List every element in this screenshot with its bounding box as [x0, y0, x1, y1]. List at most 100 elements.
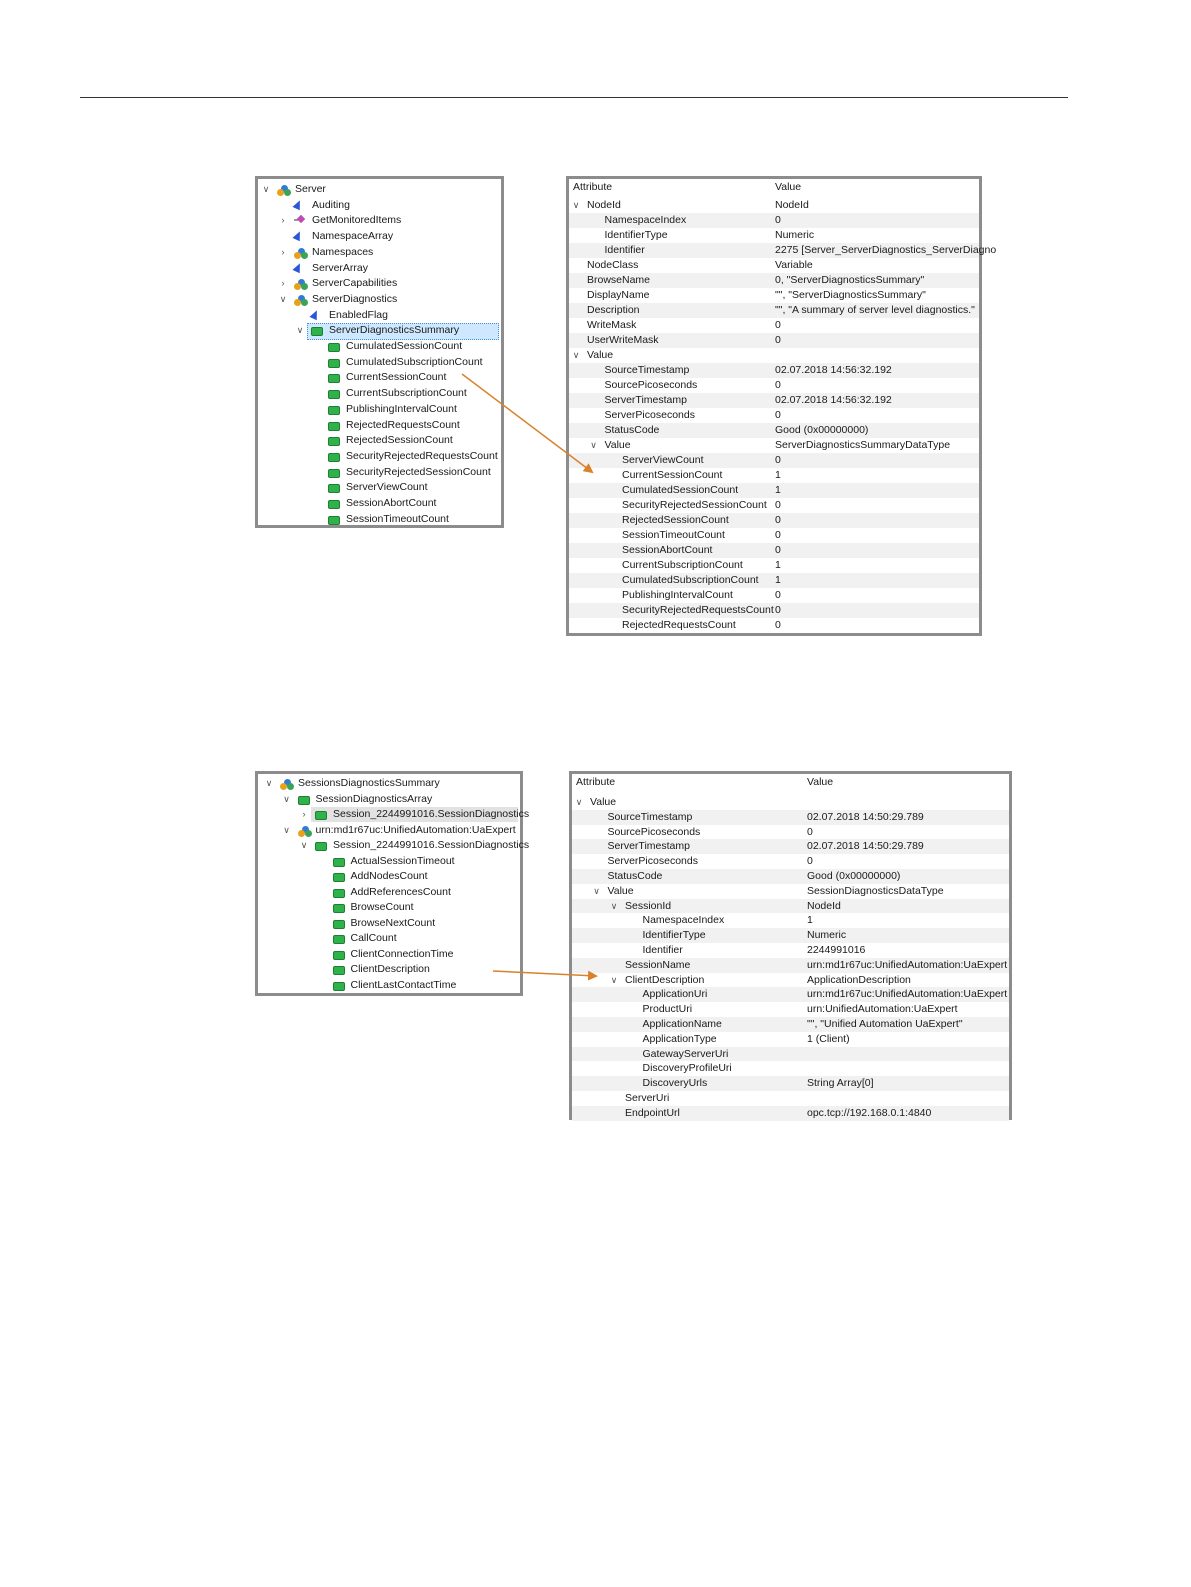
tree-node-current-session-count[interactable]: CurrentSessionCount: [258, 370, 501, 386]
column-header-attribute[interactable]: Attribute: [576, 776, 616, 788]
tree-node-call-count[interactable]: CallCount: [258, 931, 520, 947]
tree-node-server-diagnostics-summary[interactable]: ∨ServerDiagnosticsSummary: [258, 323, 501, 340]
chevron-down-icon[interactable]: ∨: [296, 325, 304, 336]
tree-node-sessions-diagnostics-summary[interactable]: ∨SessionsDiagnosticsSummary: [258, 776, 520, 792]
tree-node-add-nodes-count[interactable]: AddNodesCount: [258, 869, 520, 885]
column-header-attribute[interactable]: Attribute: [573, 181, 613, 193]
chevron-down-icon[interactable]: ∨: [279, 293, 287, 304]
tree-node-add-references-count[interactable]: AddReferencesCount: [258, 885, 520, 901]
chevron-down-icon[interactable]: ∨: [610, 974, 618, 985]
chevron-right-icon[interactable]: ›: [281, 246, 285, 257]
tree-node-rejected-session-count[interactable]: RejectedSessionCount: [258, 433, 501, 449]
tree-node-rejected-requests-count[interactable]: RejectedRequestsCount: [258, 418, 501, 434]
tree-node-server-view-count[interactable]: ServerViewCount: [258, 480, 501, 496]
tree-node-enabled-flag[interactable]: EnabledFlag: [258, 308, 501, 324]
tree-node-session-timeout-count[interactable]: SessionTimeoutCount: [258, 512, 501, 528]
tree-node-cumulated-subscription-count[interactable]: CumulatedSubscriptionCount: [258, 355, 501, 371]
chevron-down-icon[interactable]: ∨: [610, 900, 618, 911]
tree-node-client-connection-time[interactable]: ClientConnectionTime: [258, 947, 520, 963]
attribute-row-application-name[interactable]: ApplicationName"", "Unified Automation U…: [572, 1017, 1009, 1032]
tree-node-publishing-interval-count[interactable]: PublishingIntervalCount: [258, 402, 501, 418]
tree-node-server-diagnostics[interactable]: ∨ServerDiagnostics: [258, 292, 501, 308]
tree-node-server[interactable]: ∨Server: [258, 182, 501, 198]
column-header-value[interactable]: Value: [775, 181, 802, 193]
tree-node-namespaces[interactable]: ›Namespaces: [258, 245, 501, 261]
tree-node-namespace-array[interactable]: NamespaceArray: [258, 229, 501, 245]
attribute-row-discovery-profile-uri[interactable]: DiscoveryProfileUri: [572, 1061, 1009, 1076]
chevron-down-icon[interactable]: ∨: [590, 440, 597, 450]
attribute-row-description[interactable]: Description"", "A summary of server leve…: [569, 303, 979, 318]
attribute-row-display-name[interactable]: DisplayName"", "ServerDiagnosticsSummary…: [569, 288, 979, 303]
tree-node-security-rejected-session-count[interactable]: SecurityRejectedSessionCount: [258, 465, 501, 481]
chevron-right-icon[interactable]: ›: [302, 809, 306, 819]
chevron-down-icon[interactable]: ∨: [593, 885, 600, 896]
attribute-row-server-uri[interactable]: ServerUri: [572, 1091, 1009, 1106]
chevron-down-icon[interactable]: ∨: [265, 778, 273, 788]
chevron-right-icon[interactable]: ›: [281, 278, 285, 289]
chevron-down-icon[interactable]: ∨: [262, 184, 270, 194]
tree-node-session-diagnostics-array[interactable]: ∨SessionDiagnosticsArray: [258, 792, 520, 808]
tree-node-current-subscription-count[interactable]: CurrentSubscriptionCount: [258, 386, 501, 402]
tree-node-browse-next-count[interactable]: BrowseNextCount: [258, 916, 520, 932]
tree-node-client-description[interactable]: ClientDescription: [258, 962, 520, 978]
tree-node-server-array[interactable]: ServerArray: [258, 261, 501, 277]
chevron-down-icon[interactable]: ∨: [300, 840, 308, 850]
attribute-row-value[interactable]: ∨Value: [572, 795, 1009, 810]
attribute-row-gateway-server-uri[interactable]: GatewayServerUri: [572, 1046, 1009, 1062]
chevron-down-icon[interactable]: ∨: [575, 797, 583, 807]
column-header-value[interactable]: Value: [807, 776, 834, 788]
tree-node-cumulated-session-count[interactable]: CumulatedSessionCount: [258, 339, 501, 355]
tree-node-session-2244991016-session-diagnostics[interactable]: ∨Session_2244991016.SessionDiagnostics: [258, 838, 529, 854]
tree-node-session-2244991016-session-diagnostics[interactable]: ›Session_2244991016.SessionDiagnostics: [258, 807, 529, 823]
tree-node-browse-count[interactable]: BrowseCount: [258, 900, 520, 916]
tree-node-security-rejected-requests-count[interactable]: SecurityRejectedRequestsCount: [258, 449, 501, 465]
chevron-down-icon[interactable]: ∨: [572, 350, 580, 360]
chevron-right-icon[interactable]: ›: [281, 215, 285, 226]
tree-node-session-abort-count[interactable]: SessionAbortCount: [258, 496, 501, 512]
tree-node-urn-md1r67uc-unified-automation-ua-expert[interactable]: ∨urn:md1r67uc:UnifiedAutomation:UaExpert: [258, 823, 520, 839]
tree-node-actual-session-timeout[interactable]: ActualSessionTimeout: [258, 854, 520, 870]
chevron-down-icon[interactable]: ∨: [283, 824, 290, 835]
tree-node-client-last-contact-time[interactable]: ClientLastContactTime: [258, 978, 520, 994]
chevron-down-icon[interactable]: ∨: [572, 200, 580, 210]
tree-node-server-capabilities[interactable]: ›ServerCapabilities: [258, 276, 501, 292]
